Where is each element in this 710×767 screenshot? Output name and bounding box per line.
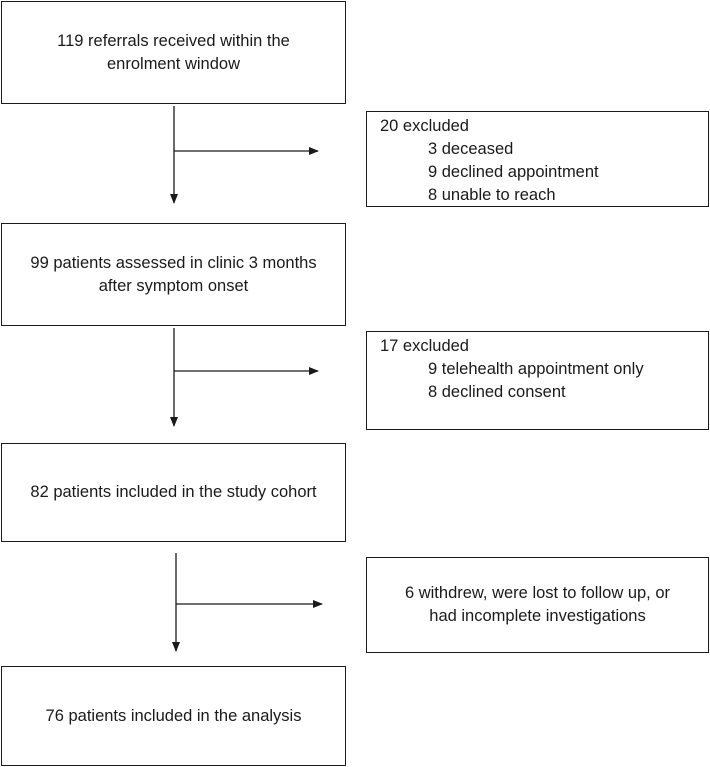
exclusion-box-3: 6 withdrew, were lost to follow up, or h… xyxy=(366,557,709,653)
stage-box-referrals: 119 referrals received within the enrolm… xyxy=(1,1,346,104)
exclusion-heading: 20 excluded xyxy=(380,117,469,135)
exclusion-box-1: 20 excluded 3 deceased 9 declined appoin… xyxy=(366,111,709,207)
exclusion-text-line: had incomplete investigations xyxy=(429,607,646,625)
exclusion-heading: 17 excluded xyxy=(380,337,469,355)
stage-text-line: after symptom onset xyxy=(98,276,249,295)
stage-box-assessed: 99 patients assessed in clinic 3 months … xyxy=(1,223,346,326)
exclusion-reason: 8 unable to reach xyxy=(428,186,556,204)
stage-box-cohort: 82 patients included in the study cohort xyxy=(1,443,346,542)
stage-text-line: 76 patients included in the analysis xyxy=(45,706,302,725)
exclusion-box-2: 17 excluded 9 telehealth appointment onl… xyxy=(366,331,709,430)
exclusion-reason: 8 declined consent xyxy=(428,383,566,401)
stage-text-line: enrolment window xyxy=(107,54,240,73)
stage-text-line: 99 patients assessed in clinic 3 months xyxy=(30,253,317,272)
stage-text-line: 119 referrals received within the xyxy=(57,31,290,50)
exclusion-reason: 9 telehealth appointment only xyxy=(428,360,644,378)
stage-box-analysis: 76 patients included in the analysis xyxy=(1,666,346,766)
stage-text-line: 82 patients included in the study cohort xyxy=(30,483,317,501)
exclusion-text-line: 6 withdrew, were lost to follow up, or xyxy=(404,584,671,602)
exclusion-reason: 9 declined appointment xyxy=(428,163,599,181)
exclusion-reason: 3 deceased xyxy=(428,140,514,158)
